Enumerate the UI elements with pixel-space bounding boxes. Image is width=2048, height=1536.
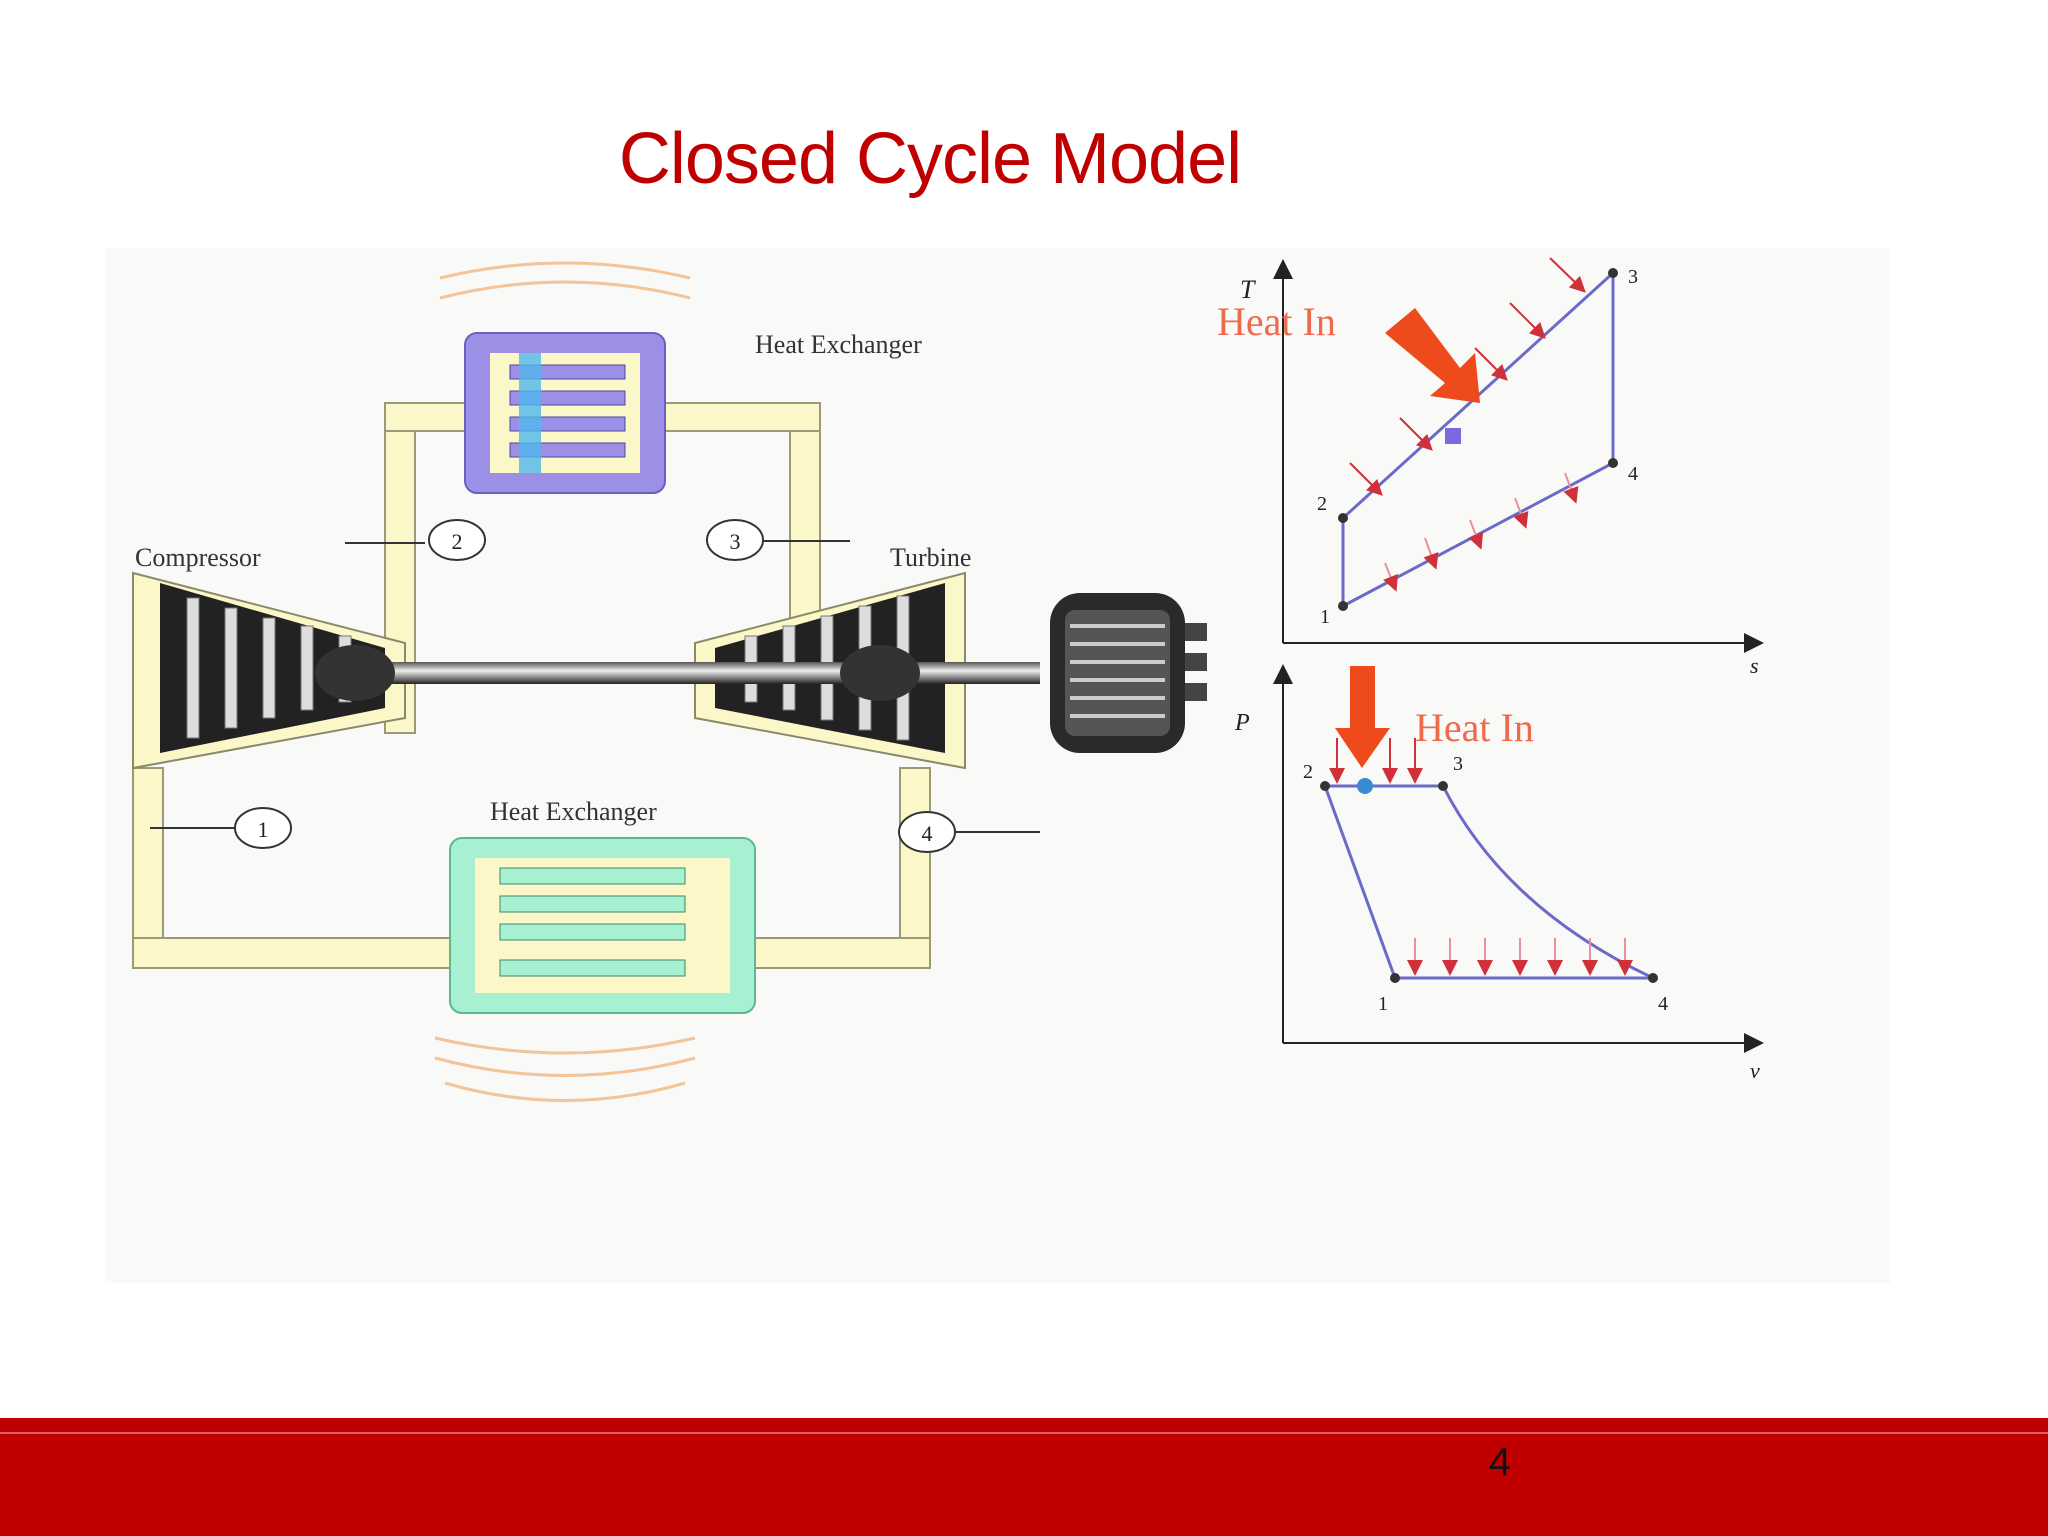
- ts-point-2: 2: [1317, 493, 1327, 515]
- ts-point-1: 1: [1320, 606, 1330, 628]
- compressor-label: Compressor: [135, 543, 261, 572]
- ts-point-4: 4: [1628, 463, 1638, 485]
- bottom-radiation-arcs: [434, 1036, 696, 1102]
- figure-svg: Heat Exchanger Heat Exchanger Compressor: [132, 257, 1764, 1102]
- pv-x-label: v: [1750, 1058, 1760, 1083]
- state-point-4-label: 4: [922, 821, 933, 846]
- slide-title: Closed Cycle Model: [618, 119, 1242, 199]
- ts-state-marker: [1445, 428, 1461, 444]
- ts-point-3: 3: [1628, 266, 1638, 288]
- ts-cycle-path: [1341, 269, 1615, 608]
- top-heat-exchanger-label: Heat Exchanger: [755, 330, 922, 359]
- top-radiation-arcs: [439, 261, 691, 300]
- generator: [1050, 593, 1207, 753]
- pv-point-3: 3: [1453, 753, 1463, 775]
- ts-chart: T s 1 2 3 4 Heat In: [1217, 257, 1764, 678]
- ts-heat-arrow-icon: [1385, 308, 1480, 403]
- pv-heat-out-arrows: [1407, 938, 1633, 976]
- footer-bar: [0, 1418, 2048, 1536]
- top-heat-exchanger: [464, 332, 666, 494]
- pv-heat-arrow-icon: [1335, 666, 1390, 768]
- compressor: [132, 571, 406, 770]
- compressor-hub: [315, 645, 395, 701]
- state-point-1: 1: [150, 807, 292, 849]
- state-point-2: 2: [345, 519, 486, 561]
- ts-heat-in-label: Heat In: [1217, 299, 1336, 344]
- pv-heat-in-arrows: [1329, 738, 1423, 784]
- turbine-label: Turbine: [890, 543, 971, 572]
- state-point-3-label: 3: [730, 529, 741, 554]
- state-point-4: 4: [898, 811, 1040, 853]
- ts-y-label: T: [1240, 275, 1256, 304]
- state-point-2-label: 2: [452, 529, 463, 554]
- footer-rule: [0, 1432, 2048, 1434]
- pv-chart: P v 2 3 1 4 Heat In: [1234, 664, 1764, 1083]
- shaft: [375, 662, 1040, 684]
- page-number: 4: [1488, 1440, 1512, 1484]
- pv-point-1: 1: [1378, 993, 1388, 1015]
- pv-state-marker: [1357, 778, 1373, 794]
- turbine-hub: [840, 645, 920, 701]
- pv-cycle-path: [1323, 784, 1654, 980]
- ts-heat-out-arrows: [1383, 472, 1579, 592]
- ts-x-label: s: [1750, 653, 1759, 678]
- bottom-heat-exchanger: [449, 837, 756, 1014]
- bottom-heat-exchanger-label: Heat Exchanger: [490, 797, 657, 826]
- pv-point-2: 2: [1303, 761, 1313, 783]
- pv-heat-in-label: Heat In: [1415, 705, 1534, 750]
- state-point-3: 3: [706, 519, 850, 561]
- closed-cycle-figure: Heat Exchanger Heat Exchanger Compressor: [105, 248, 1890, 1283]
- state-point-1-label: 1: [258, 817, 269, 842]
- pv-point-4: 4: [1658, 993, 1668, 1015]
- pv-y-label: P: [1234, 710, 1250, 736]
- ts-heat-in-arrows: [1349, 257, 1586, 496]
